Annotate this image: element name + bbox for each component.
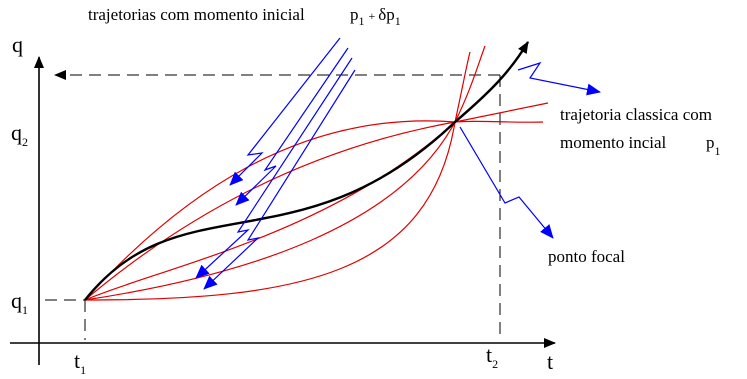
classical-formula: p1 [706,133,721,158]
classical-label-line2: momento incial [560,133,667,152]
blue-arrow-4 [203,69,356,290]
dashed-guides [45,70,501,340]
perturbed-trajectory-1 [84,120,456,301]
t2-label: t2 [486,342,498,371]
t-axis-label: t [547,349,553,374]
classical-label-line1: trajetoria classica com [560,105,712,124]
perturbed-trajectory-6 [454,51,471,123]
blue-arrow-1 [229,37,341,186]
classical-label-arrow [517,61,601,96]
focal-point-label: ponto focal [548,247,625,266]
focal-point-arrow [459,126,554,239]
perturbed-trajectory-3 [84,121,456,301]
blue-arrow-2 [235,47,349,206]
perturbed-trajectory-7 [454,45,486,123]
blue-arrow-3 [195,57,353,279]
classical-trajectory [84,41,530,301]
q2-label: q2 [11,120,28,149]
perturbed-trajectories [84,45,549,301]
perturbed-trajectory-2 [84,121,456,301]
q1-label: q1 [11,288,28,317]
q-axis-label: q [12,32,23,57]
perturbed-trajectory-5 [84,121,456,301]
perturbed-label-arrows [195,37,356,290]
perturbed-label: trajetorias com momento inicial [88,5,305,24]
perturbed-trajectory-4 [84,121,456,301]
perturbed-trajectory-8 [454,120,544,123]
t1-label: t1 [74,348,86,377]
perturbed-formula: p1+δp1 [350,5,401,28]
perturbed-trajectory-9 [454,102,549,123]
